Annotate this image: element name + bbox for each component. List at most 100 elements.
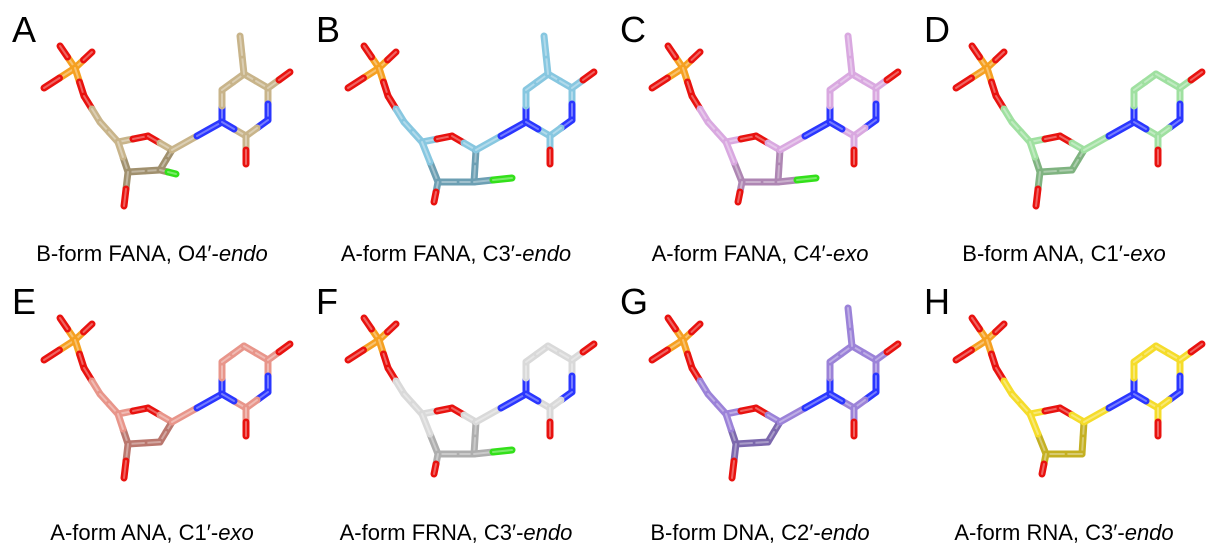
pucker-label: O4′- (178, 241, 219, 266)
pucker-label: C3′- (482, 241, 523, 266)
backbone-bond (384, 92, 408, 126)
pucker-style: endo (820, 520, 870, 545)
phosphate-bond (71, 64, 88, 100)
pucker-label: C3′- (1085, 520, 1125, 545)
panel-caption: A-form FANA, C4′-exo (651, 241, 869, 266)
panel-caption: B-form DNA, C2′-endo (650, 520, 870, 545)
hydroxyl-bond (1038, 450, 1050, 478)
form-label: B-form DNA (650, 520, 769, 545)
fluorine-bond (470, 174, 516, 186)
panel-letter: G (620, 281, 649, 322)
sugar-bond (124, 166, 164, 176)
phosphate-bond (360, 314, 383, 344)
phosphate-bond (375, 64, 392, 100)
phosphate-bond (952, 64, 991, 92)
hydroxyl-bond (430, 178, 442, 206)
sugar-bond (1056, 404, 1088, 426)
molecule-structure (344, 32, 598, 206)
phosphate-bond (968, 314, 991, 344)
pucker-label: C4′- (793, 241, 833, 266)
backbone-bond (688, 92, 712, 126)
sugar-bond (448, 132, 480, 154)
base-bond (826, 70, 856, 94)
phosphate-bond (71, 48, 96, 72)
form-label: A-form RNA (954, 520, 1073, 545)
base-bond (522, 70, 552, 94)
form-label: B-form FANA (36, 241, 166, 266)
glycosidic-bond (776, 118, 834, 154)
phosphate-bond (344, 64, 383, 92)
sugar-bond (1026, 410, 1050, 458)
backbone-bond (96, 118, 122, 146)
glycosidic-bond (472, 390, 530, 426)
carbonyl-bond (872, 68, 902, 92)
fluorine-bond (470, 446, 516, 458)
phosphate-bond (983, 320, 1008, 344)
molecule-structure (648, 32, 902, 206)
phosphate-bond (679, 336, 696, 372)
sugar-bond (722, 138, 746, 186)
phosphate-bond (679, 48, 704, 72)
sugar-bond (1026, 138, 1044, 176)
base-bond (850, 388, 880, 412)
glycosidic-bond (1080, 118, 1138, 154)
fluorine-bond (774, 174, 820, 186)
molecule-structure (648, 304, 902, 482)
phosphate-bond (983, 64, 1000, 100)
phosphate-bond (679, 64, 696, 100)
sugar-bond (1036, 166, 1076, 176)
hydroxyl-bond (430, 450, 442, 478)
panel-caption: A-form ANA, C1′-exo (50, 520, 254, 545)
base-bond (522, 118, 554, 140)
base-bond (240, 342, 272, 364)
panel-caption: A-form FRNA, C3′-endo (339, 520, 573, 545)
base-bond (218, 70, 248, 94)
methyl-bond (236, 32, 248, 78)
base-bond (1130, 342, 1160, 366)
methyl-bond (540, 32, 552, 78)
base-bond (240, 70, 272, 92)
backbone-bond (400, 390, 426, 418)
hydroxyl-bond (120, 440, 132, 482)
sugar-bond (1078, 418, 1088, 458)
sugar-bond (418, 404, 456, 418)
backbone-bond (1008, 118, 1034, 146)
phosphate-bond (71, 320, 96, 344)
base-bond (848, 342, 880, 364)
base-bond (522, 342, 552, 366)
methyl-bond (844, 304, 856, 350)
backbone-bond (1008, 390, 1034, 418)
panel-letter: A (12, 9, 37, 50)
carbonyl-bond (1176, 68, 1206, 92)
glycosidic-bond (776, 390, 834, 426)
pucker-style: exo (218, 520, 254, 545)
phosphate-bond (648, 336, 687, 364)
base-bond (242, 388, 272, 412)
base-bond (546, 116, 576, 140)
glycosidic-bond (168, 118, 226, 154)
pucker-label: C2′- (781, 520, 821, 545)
panel-f: F A-form FRNA, C3′-endo (304, 272, 608, 544)
base-bond (826, 390, 858, 412)
phosphate-bond (344, 336, 383, 364)
pucker-style: endo (218, 241, 268, 266)
base-bond (218, 118, 250, 140)
glycosidic-bond (168, 390, 226, 426)
pucker-label: C1′- (1090, 241, 1131, 266)
form-label: A-form ANA (50, 520, 167, 545)
sugar-bond (722, 132, 760, 146)
sugar-bond (114, 404, 152, 418)
panel-letter: B (316, 9, 341, 50)
base-bond (242, 116, 272, 140)
phosphate-bond (679, 320, 704, 344)
panel-letter: H (924, 281, 950, 322)
sugar-bond (470, 418, 480, 458)
sugar-bond (418, 132, 456, 146)
hydroxyl-bond (120, 168, 132, 210)
panel-d: D B-form ANA, C1′-exo (912, 0, 1216, 272)
phosphate-bond (360, 42, 383, 72)
form-label: A-form FANA (340, 241, 471, 266)
carbonyl-bond (1176, 340, 1206, 364)
carbonyl-bond (264, 340, 294, 364)
backbone-bond (384, 364, 408, 398)
